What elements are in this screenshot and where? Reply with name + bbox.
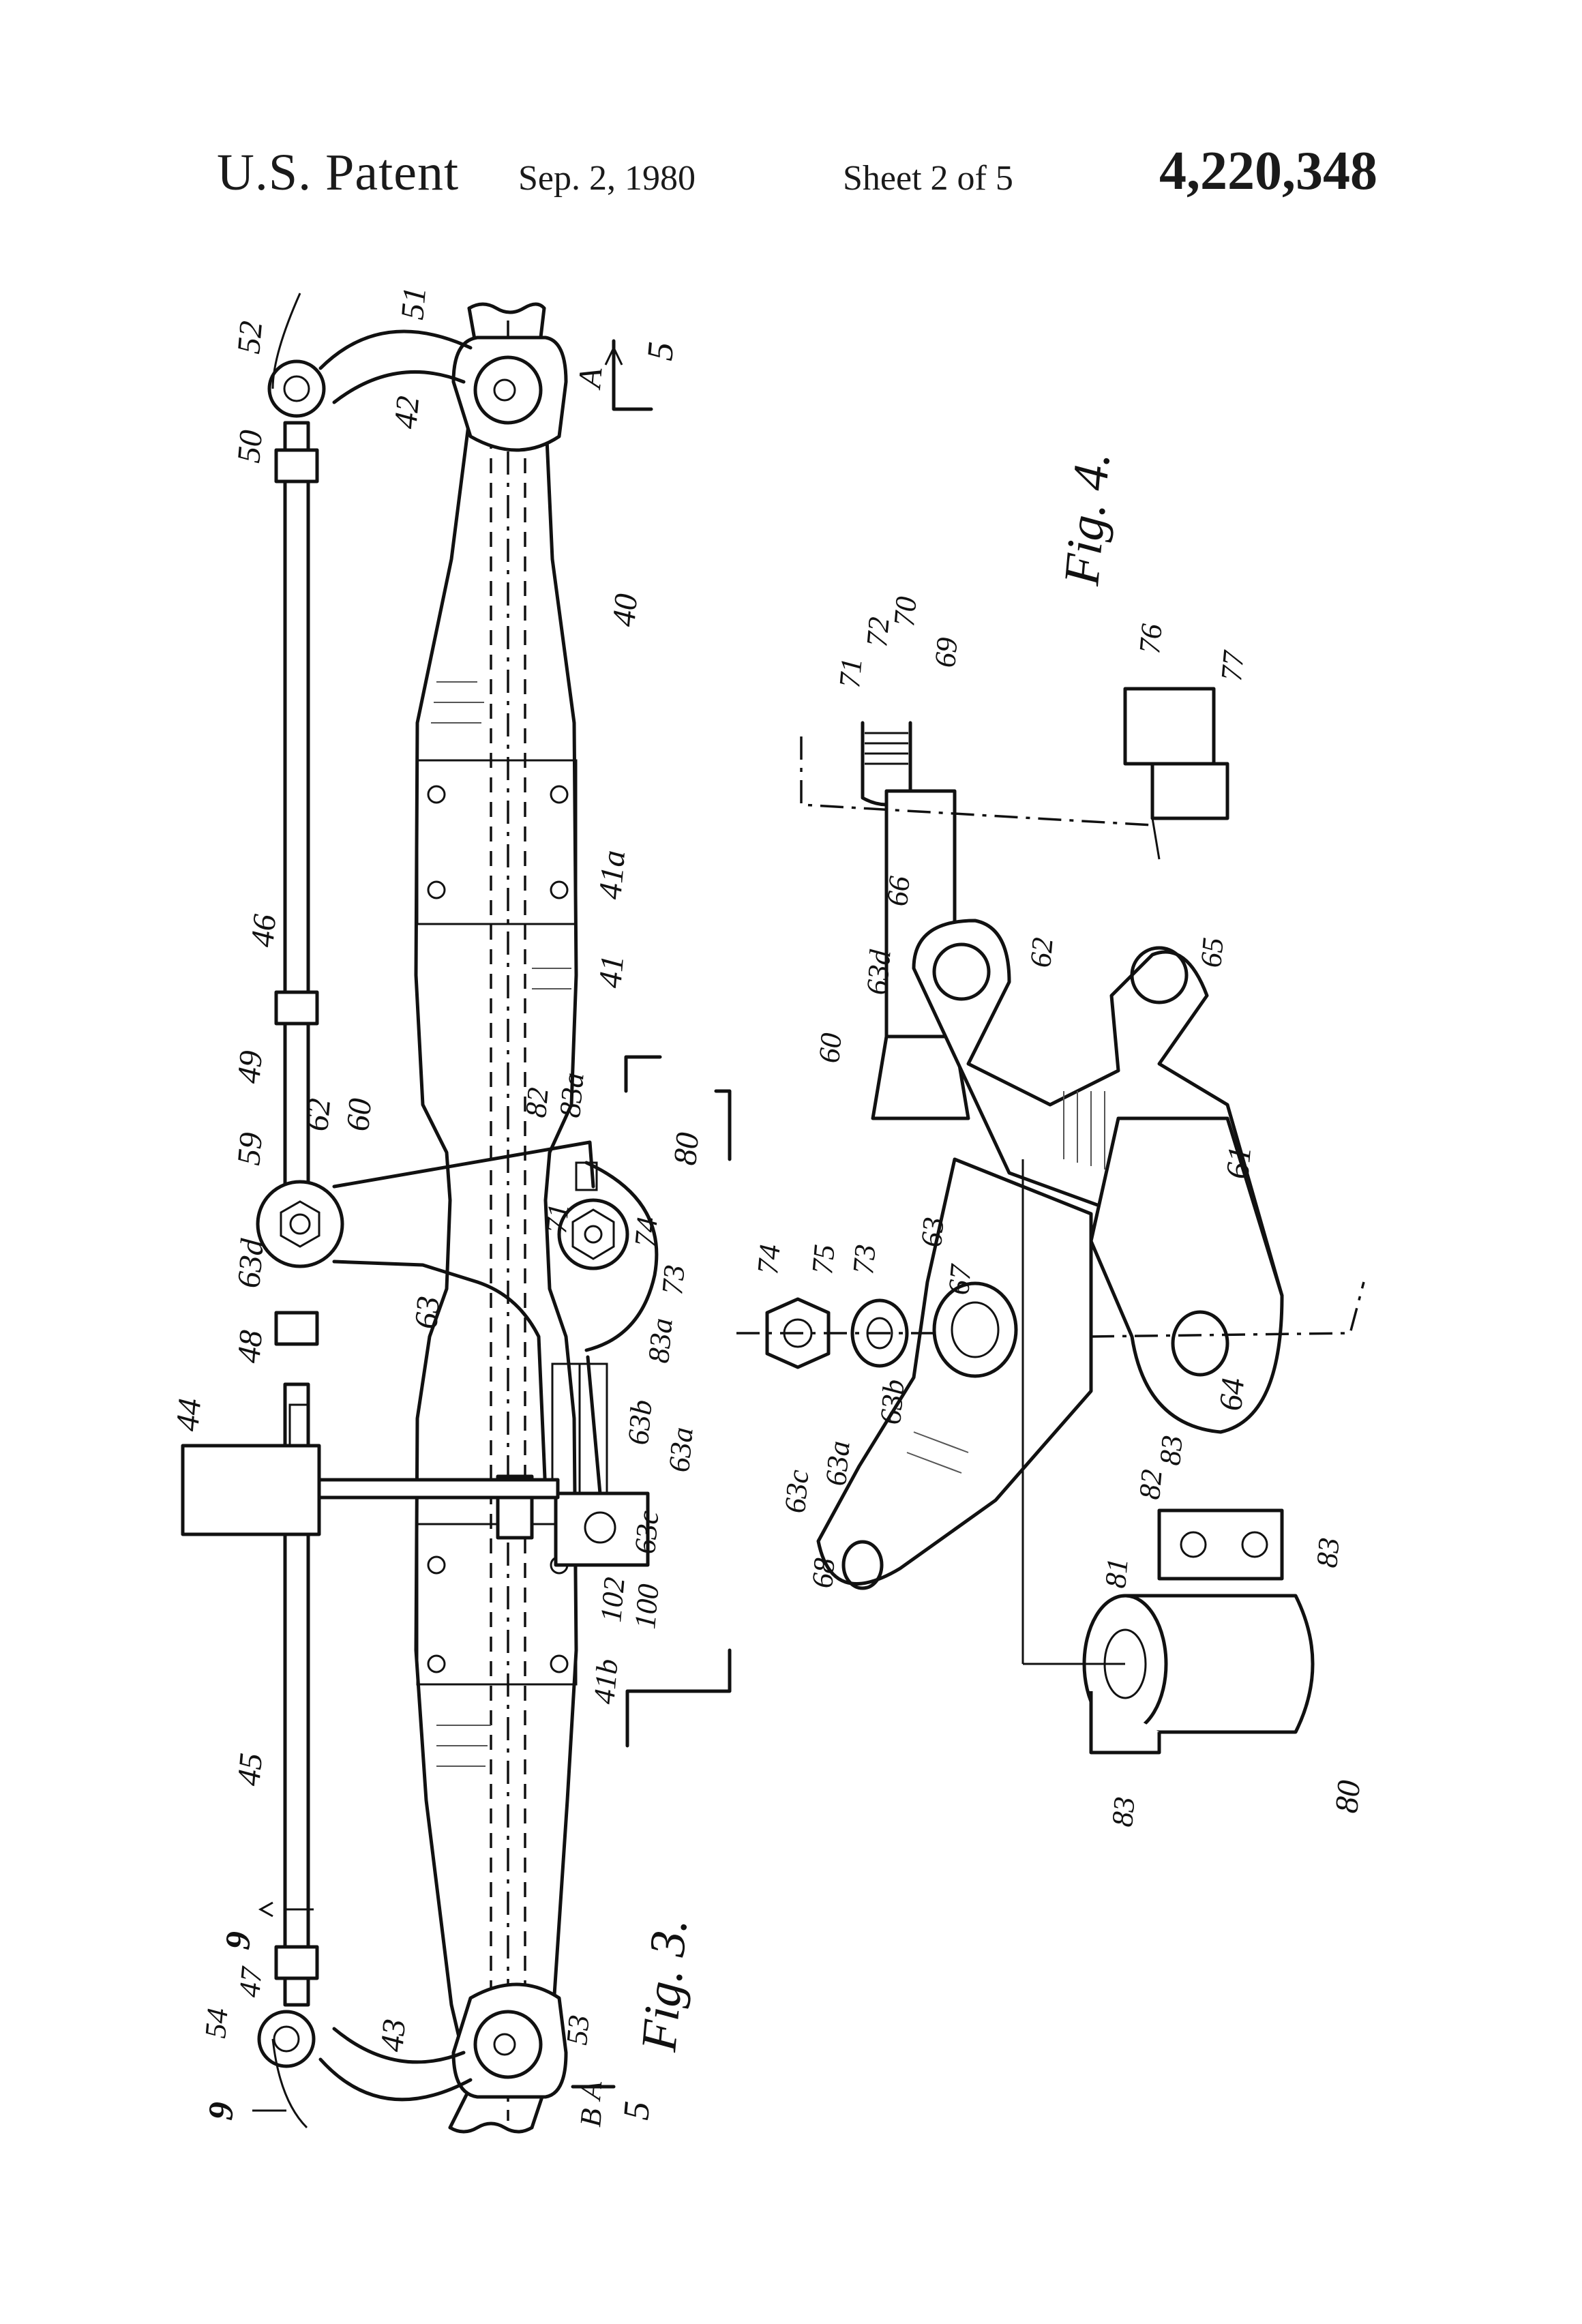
label-100: 100 bbox=[628, 1583, 666, 1630]
pin-centerline bbox=[801, 736, 1152, 825]
cylinder-44 bbox=[183, 1446, 319, 1534]
label-83-top: 83 bbox=[1153, 1434, 1189, 1467]
clamp-50 bbox=[276, 450, 317, 481]
bellcrank-arm-63 bbox=[477, 1282, 546, 1493]
label-62-exploded: 62 bbox=[1024, 936, 1060, 969]
label-44: 44 bbox=[169, 1397, 208, 1433]
idler-pivot-59 bbox=[258, 1182, 342, 1266]
clamp-block-82 bbox=[1159, 1510, 1282, 1579]
label-70: 70 bbox=[887, 595, 923, 628]
pivot-pin-69 bbox=[863, 689, 1227, 1118]
label-41b: 41b bbox=[587, 1658, 625, 1705]
label-B: B bbox=[573, 2107, 608, 2128]
label-83a-bottom: 83a bbox=[642, 1317, 679, 1365]
figure-3-label: Fig. 3. bbox=[631, 1916, 698, 2055]
beam-break-bottom bbox=[450, 2124, 532, 2132]
bellcrank-arm-62 bbox=[334, 1142, 593, 1187]
label-47: 47 bbox=[233, 1965, 269, 1999]
label-41: 41 bbox=[592, 954, 631, 989]
label-80: 80 bbox=[667, 1131, 706, 1167]
label-9-bottom: 9 bbox=[201, 2100, 241, 2121]
label-82-exploded: 82 bbox=[1133, 1468, 1169, 1501]
label-50: 50 bbox=[230, 429, 269, 464]
label-67: 67 bbox=[942, 1262, 978, 1296]
axle-beam-left-edge bbox=[416, 355, 477, 2087]
tie-rod-end-52 bbox=[269, 361, 324, 416]
section-bracket-upper bbox=[626, 1057, 660, 1091]
label-69: 69 bbox=[928, 636, 964, 669]
label-63a-exploded: 63a bbox=[819, 1440, 856, 1487]
label-66: 66 bbox=[880, 875, 916, 908]
section-bracket-lower bbox=[627, 1650, 730, 1746]
label-43: 43 bbox=[374, 2018, 413, 2053]
label-83a-top: 83a bbox=[553, 1071, 591, 1119]
label-52: 52 bbox=[230, 320, 269, 355]
label-71: 71 bbox=[539, 1202, 576, 1235]
tie-rod-end-54 bbox=[259, 2012, 314, 2066]
label-77: 77 bbox=[1214, 649, 1251, 683]
label-73-exploded: 73 bbox=[846, 1243, 882, 1276]
label-A-bottom: A bbox=[573, 2079, 609, 2103]
label-81: 81 bbox=[1099, 1557, 1135, 1590]
label-63: 63 bbox=[408, 1295, 447, 1330]
figure-4-label: Fig. 4. bbox=[1054, 450, 1121, 589]
label-82: 82 bbox=[519, 1086, 555, 1119]
label-63d: 63d bbox=[230, 1237, 271, 1290]
figure-3-axle-assembly bbox=[183, 293, 730, 2132]
label-73: 73 bbox=[655, 1264, 691, 1296]
label-46: 46 bbox=[244, 913, 283, 949]
label-63a: 63a bbox=[662, 1426, 700, 1474]
label-75: 75 bbox=[805, 1243, 841, 1276]
label-45: 45 bbox=[230, 1752, 269, 1787]
label-74: 74 bbox=[628, 1216, 664, 1249]
steering-arm-43 bbox=[320, 2059, 471, 2100]
label-63c-exploded: 63c bbox=[778, 1468, 815, 1515]
label-9-top: 9 bbox=[218, 1930, 258, 1951]
label-40: 40 bbox=[606, 593, 644, 628]
clamp-48 bbox=[276, 1313, 317, 1344]
label-59: 59 bbox=[230, 1131, 269, 1167]
label-42: 42 bbox=[387, 395, 426, 430]
beam-break-top bbox=[469, 304, 544, 312]
label-41a: 41a bbox=[592, 849, 632, 901]
label-64: 64 bbox=[1212, 1377, 1251, 1412]
label-83-right: 83 bbox=[1310, 1536, 1346, 1569]
cylinder-rod bbox=[319, 1480, 558, 1498]
label-71-pin: 71 bbox=[833, 657, 869, 689]
pin-head-76 bbox=[1125, 689, 1214, 764]
label-68: 68 bbox=[805, 1557, 841, 1590]
label-63c: 63c bbox=[628, 1509, 665, 1555]
clamp-47 bbox=[276, 1947, 317, 1978]
label-5-bottom: 5 bbox=[615, 2100, 657, 2121]
steering-arm-42 bbox=[320, 331, 471, 368]
label-51: 51 bbox=[394, 286, 433, 321]
label-60-exploded: 60 bbox=[812, 1032, 848, 1064]
label-74-exploded: 74 bbox=[751, 1243, 787, 1276]
label-61: 61 bbox=[1219, 1145, 1258, 1180]
label-80-exploded: 80 bbox=[1328, 1779, 1367, 1815]
label-63b-exploded: 63b bbox=[874, 1378, 911, 1426]
label-49: 49 bbox=[230, 1049, 269, 1085]
label-53: 53 bbox=[560, 2014, 596, 2046]
pin-head-77 bbox=[1152, 764, 1227, 818]
tie-rod-46 bbox=[285, 423, 308, 1214]
label-62: 62 bbox=[299, 1097, 338, 1133]
label-102: 102 bbox=[594, 1576, 631, 1624]
label-5-top: 5 bbox=[639, 340, 681, 362]
label-60: 60 bbox=[340, 1097, 378, 1133]
label-48: 48 bbox=[230, 1329, 269, 1365]
label-54: 54 bbox=[198, 2007, 235, 2040]
label-63b: 63b bbox=[621, 1399, 659, 1446]
label-76: 76 bbox=[1133, 623, 1169, 655]
label-63-exploded: 63 bbox=[914, 1216, 951, 1249]
figure-4-exploded-view bbox=[736, 689, 1364, 1753]
clamp-49 bbox=[276, 992, 317, 1024]
label-65: 65 bbox=[1194, 936, 1230, 969]
knuckle-top bbox=[453, 338, 566, 450]
label-63d-exploded: 63d bbox=[860, 948, 897, 996]
label-A: A bbox=[571, 366, 610, 391]
mounting-pad-41a bbox=[417, 760, 576, 924]
label-83-bottom: 83 bbox=[1105, 1796, 1141, 1828]
